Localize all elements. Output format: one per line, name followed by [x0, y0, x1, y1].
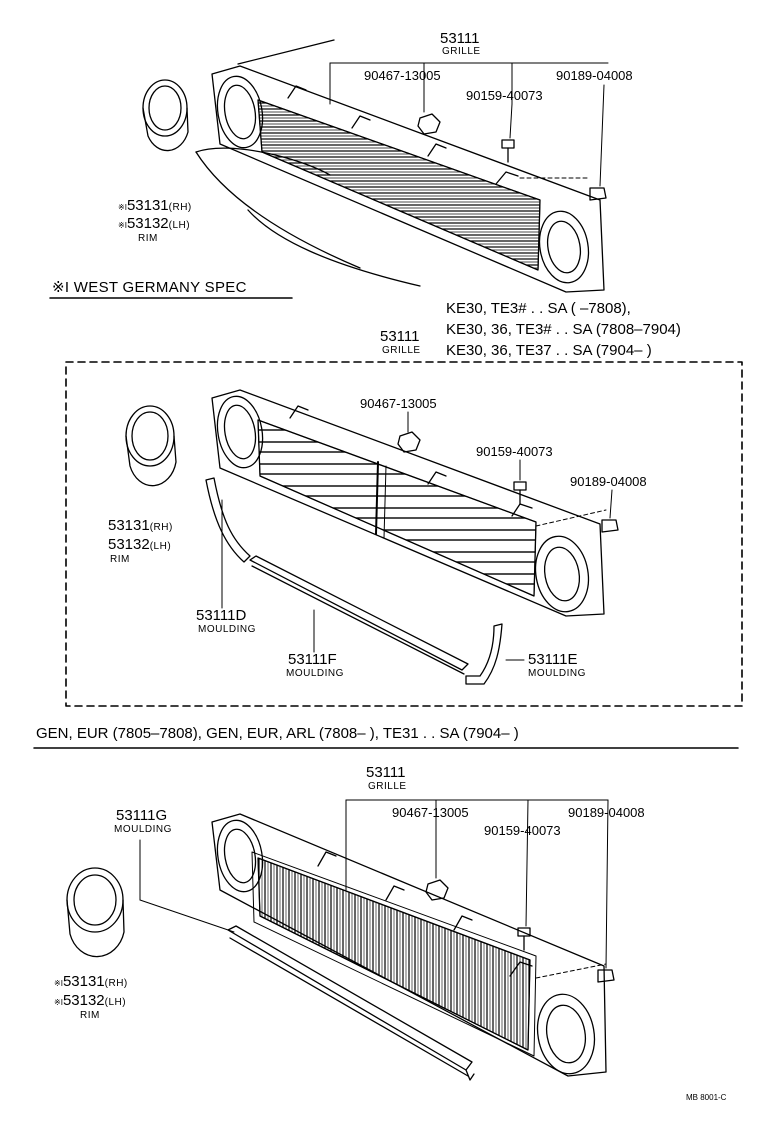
s3-screw-part-number: 90159-40073	[484, 823, 561, 838]
s3-bolt-part-number: 90467-13005	[392, 805, 469, 820]
s2-application-line-2: KE30, 36, TE3# . . SA (7808–7904)	[446, 321, 681, 338]
s3-rim-lh-mark: ※I	[54, 998, 63, 1007]
s2-moulding-d-part-number: 53111D	[196, 607, 247, 624]
s1-west-germany-note: ※I WEST GERMANY SPEC	[52, 279, 247, 296]
s3-rim-label: RIM	[80, 1010, 100, 1021]
s1-rim-label: RIM	[138, 233, 158, 244]
s1-rim-lh-side: (LH)	[168, 220, 191, 231]
s3-moulding-g-label: MOULDING	[114, 824, 172, 835]
s3-moulding-g-part-number: 53111G	[116, 807, 168, 824]
s3-rim-rh-side: (RH)	[104, 978, 128, 989]
s2-rim-rh-side: (RH)	[149, 522, 173, 533]
s1-rim-rh: ※I53131(RH)	[118, 198, 192, 214]
section3-fasteners	[425, 879, 615, 983]
s1-rim-rh-mark: ※I	[118, 203, 127, 212]
s2-moulding-e-part-number: 53111E	[528, 651, 578, 668]
s3-application-line: GEN, EUR (7805–7808), GEN, EUR, ARL (780…	[36, 725, 519, 742]
section2-dashed-frame	[65, 361, 743, 707]
s2-moulding-f-part-number: 53111F	[288, 651, 337, 668]
s3-grille-label: GRILLE	[368, 781, 407, 792]
s1-screw-part-number: 90159-40073	[466, 88, 543, 103]
s3-clip-part-number: 90189-04008	[568, 805, 645, 820]
s2-rim-label: RIM	[110, 554, 130, 565]
s1-bolt-part-number: 90467-13005	[364, 68, 441, 83]
s3-grille-part-number: 53111	[366, 764, 406, 781]
s2-application-line-1: KE30, TE3# . . SA ( –7808),	[446, 300, 631, 317]
s2-grille-label: GRILLE	[382, 345, 421, 356]
s1-grille-part-number: 53111	[440, 30, 480, 47]
section1-rim	[142, 79, 189, 152]
s2-rim-rh-part-number: 53131	[108, 517, 150, 534]
s2-moulding-f-label: MOULDING	[286, 668, 344, 679]
section1-leader-lines	[329, 62, 609, 187]
section3-grille	[211, 813, 607, 1077]
s3-rim-rh-part-number: 53131	[62, 973, 105, 990]
section2-grille	[211, 389, 607, 617]
section3-moulding	[227, 925, 475, 1081]
section3-rim	[66, 867, 125, 958]
s2-bolt-part-number: 90467-13005	[360, 396, 437, 411]
s1-clip-part-number: 90189-04008	[556, 68, 633, 83]
s3-rim-rh: ※I53131(RH)	[54, 974, 128, 990]
section2-rim	[125, 405, 177, 487]
s2-rim-lh-side: (LH)	[149, 541, 172, 552]
section2-leader-lines	[221, 411, 613, 661]
s2-rim-rh: 53131(RH)	[108, 518, 173, 534]
s1-rim-lh-part-number: 53132	[126, 215, 169, 232]
s3-rim-lh-side: (LH)	[104, 997, 127, 1008]
section1-grille	[211, 65, 605, 293]
s2-rim-lh: 53132(LH)	[108, 537, 171, 553]
s1-rim-lh-mark: ※I	[118, 221, 127, 230]
section2-mouldings	[205, 477, 503, 685]
s2-screw-part-number: 90159-40073	[476, 444, 553, 459]
section2-fasteners	[397, 431, 619, 533]
s2-clip-part-number: 90189-04008	[570, 474, 647, 489]
section3-leader-lines	[139, 799, 609, 969]
s1-rim-rh-part-number: 53131	[126, 197, 169, 214]
s2-rim-lh-part-number: 53132	[108, 536, 150, 553]
s2-grille-part-number: 53111	[380, 328, 420, 345]
s1-grille-label: GRILLE	[442, 46, 481, 57]
s1-rim-rh-side: (RH)	[168, 202, 192, 213]
s2-application-line-3: KE30, 36, TE37 . . SA (7904– )	[446, 342, 652, 359]
s2-moulding-d-label: MOULDING	[198, 624, 256, 635]
section1-fasteners	[417, 113, 607, 201]
diagram-code: MB 8001-C	[686, 1093, 727, 1102]
s1-rim-lh: ※I53132(LH)	[118, 216, 190, 232]
s3-rim-rh-mark: ※I	[54, 979, 63, 988]
s3-rim-lh-part-number: 53132	[62, 992, 105, 1009]
s2-moulding-e-label: MOULDING	[528, 668, 586, 679]
s3-rim-lh: ※I53132(LH)	[54, 993, 126, 1009]
